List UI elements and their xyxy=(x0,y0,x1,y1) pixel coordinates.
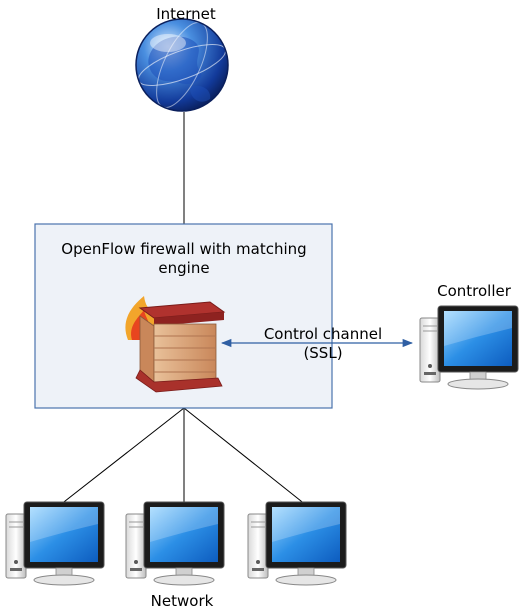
controller-computer-icon xyxy=(419,305,519,390)
control-channel-label: Control channel (SSL) xyxy=(263,325,383,362)
controller-label: Controller xyxy=(437,282,511,300)
network-link-1 xyxy=(59,407,185,506)
network-link-3 xyxy=(183,407,307,506)
network-label: Network xyxy=(150,592,214,610)
network-computer-icon-1 xyxy=(5,501,105,586)
firewall-title: OpenFlow firewall with matching engine xyxy=(61,240,307,277)
firewall-icon xyxy=(125,296,226,393)
network-computer-icon-3 xyxy=(247,501,347,586)
globe-icon xyxy=(135,18,229,112)
network-computer-icon-2 xyxy=(125,501,225,586)
internet-label: Internet xyxy=(156,5,216,23)
